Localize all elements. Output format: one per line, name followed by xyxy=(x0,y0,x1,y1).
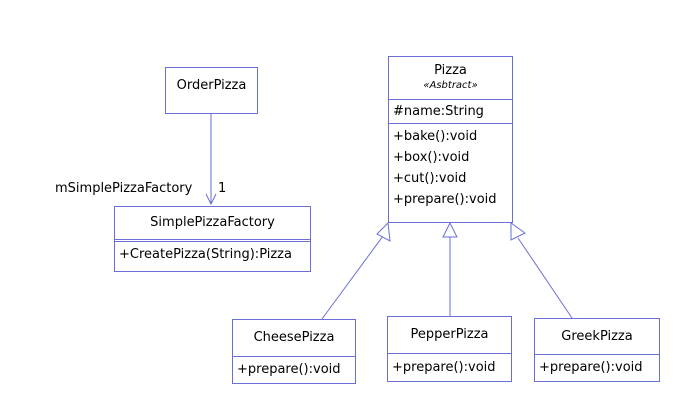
attributes-section: #name:String xyxy=(389,99,512,123)
class-name: Pizza xyxy=(434,63,467,78)
operation: +box():void xyxy=(393,150,470,165)
class-name: PepperPizza xyxy=(410,327,489,342)
inheritance-line-greek xyxy=(517,237,573,319)
operation: +CreatePizza(String):Pizza xyxy=(119,247,292,262)
class-cheese-pizza[interactable]: CheesePizza +prepare():void xyxy=(232,319,356,384)
operations-section: +bake():void +box():void +cut():void +pr… xyxy=(389,123,512,210)
inheritance-arrowhead-greek xyxy=(510,222,526,241)
class-pizza[interactable]: Pizza «Asbtract» #name:String +bake():vo… xyxy=(388,56,513,223)
inheritance-arrowhead-cheese xyxy=(376,221,391,242)
operation: +cut():void xyxy=(393,171,467,186)
operation: +bake():void xyxy=(393,129,478,144)
class-name: GreekPizza xyxy=(561,329,633,344)
class-order-pizza[interactable]: OrderPizza xyxy=(165,67,258,114)
class-pepper-pizza[interactable]: PepperPizza +prepare():void xyxy=(387,316,512,382)
operation: +prepare():void xyxy=(535,354,659,381)
class-greek-pizza[interactable]: GreekPizza +prepare():void xyxy=(534,318,660,382)
association-role-label: mSimplePizzaFactory xyxy=(55,181,193,196)
inheritance-line-cheese xyxy=(321,235,384,320)
class-stereotype: «Asbtract» xyxy=(423,80,478,91)
inheritance-arrowhead-pepper xyxy=(442,221,458,238)
class-name: SimplePizzaFactory xyxy=(115,207,310,242)
class-simple-pizza-factory[interactable]: SimplePizzaFactory +CreatePizza(String):… xyxy=(114,206,311,272)
association-arrowhead xyxy=(205,193,217,206)
class-name: CheesePizza xyxy=(253,330,335,345)
operation: +prepare():void xyxy=(388,353,511,381)
attribute: #name:String xyxy=(393,104,484,119)
class-name-section: Pizza «Asbtract» xyxy=(389,57,512,99)
operation: +prepare():void xyxy=(233,356,355,383)
class-name: OrderPizza xyxy=(176,78,247,93)
operation: +prepare():void xyxy=(393,192,497,207)
association-multiplicity-label: 1 xyxy=(218,181,227,196)
